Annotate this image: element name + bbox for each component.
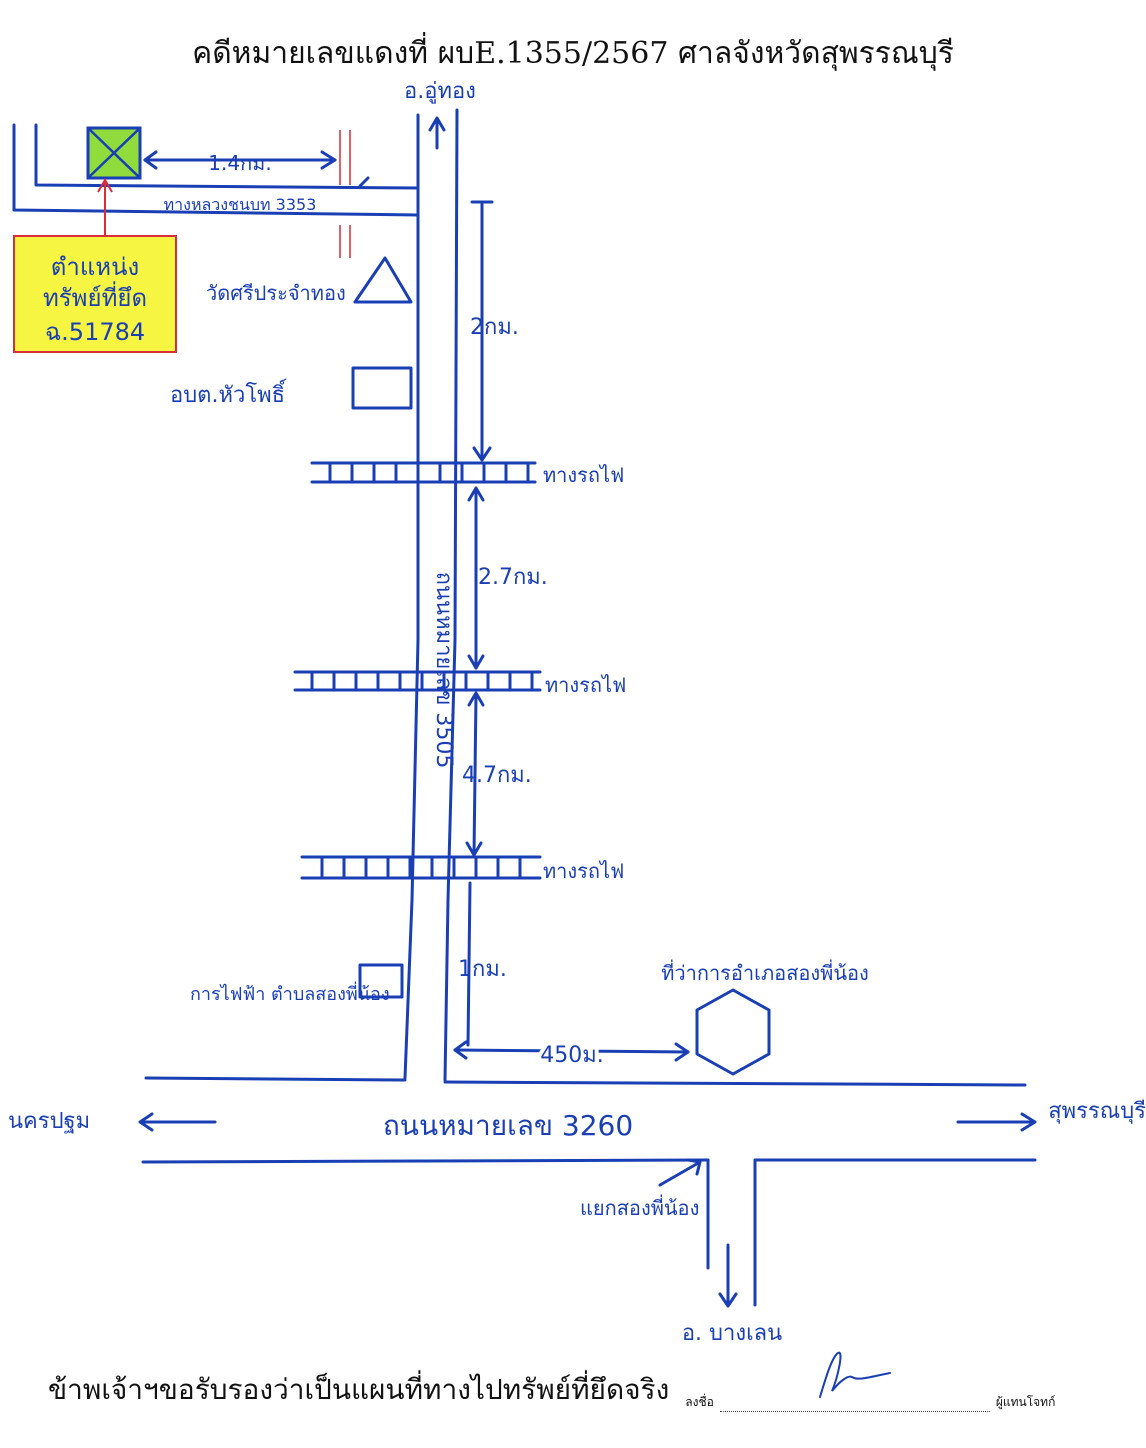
distance-2-7km: 2.7กม. [478,565,548,590]
distance-4-7km: 4.7กม. [462,763,532,788]
temple-triangle [353,256,413,304]
main-road-left-edge [403,113,420,1080]
bottom-road-label: ถนนหมายเลข 3260 [383,1109,633,1142]
distance-arrow-2-7km [467,486,485,670]
sao-building [351,366,413,410]
distance-arrow-1-4km [143,150,337,170]
distance-1-4km: 1.4กม. [208,151,271,175]
junction-label: แยกสองพี่น้อง [580,1194,699,1220]
east-label: สุพรรณบุรี [1048,1099,1146,1124]
district-office-label: ที่ว่าการอำเภอสองพี่น้อง [661,959,869,985]
railway-label-1: ทางรถไฟ [543,463,624,487]
south-arrow [718,1243,738,1308]
distance-450m: 450ม. [540,1043,604,1068]
certification-text: ข้าพเจ้าฯขอรับรองว่าเป็นแผนที่ทางไปทรัพย… [48,1373,670,1406]
main-road-right-edge [443,108,459,1082]
railway-label-2: ทางรถไฟ [545,673,626,697]
west-arrow [138,1112,217,1132]
main-road-label: ถนนหมายเลข 3505 [431,572,456,769]
district-office-hexagon [695,988,771,1076]
railway-crossing-3 [300,855,542,880]
bottom-road-top-left [144,1076,407,1082]
distance-arrow-2km [470,200,494,462]
railway-label-3: ทางรถไฟ [543,859,624,883]
railway-crossing-2 [293,670,542,692]
distance-arrow-450m [453,1040,690,1062]
distance-arrow-4-7km [465,691,485,857]
case-number-text: คดีหมายเลขแดงที่ ผบE.1355/2567 ศาลจังหวั… [192,36,954,71]
distance-2km: 2กม. [470,315,519,340]
electricity-office-building [358,963,404,999]
distance-arrow-1km [466,881,472,1047]
property-pointer [97,178,113,236]
north-arrow [428,116,446,150]
bottom-road-top-right [443,1080,1027,1087]
north-label: อ.อู่ทอง [404,79,476,104]
signature-image [818,1351,891,1398]
bottom-road-bottom-left [141,1158,710,1164]
certification-footer: ข้าพเจ้าฯขอรับรองว่าเป็นแผนที่ทางไปทรัพย… [48,1351,1128,1412]
south-label: อ. บางเลน [682,1321,782,1346]
property-label-box [13,235,177,353]
top-road-right-stub [358,176,370,188]
railway-crossing-1 [310,461,537,484]
role-label: ผู้แทนโจทก์ [995,1395,1056,1409]
property-label-line-1: ตำแหน่ง [51,253,139,281]
sao-label: อบต.หัวโพธิ์ [170,379,287,408]
west-label: นครปฐม [8,1109,90,1134]
temple-label: วัดศรีประจำทอง [206,281,346,305]
east-arrow [956,1112,1037,1132]
sign-label: ลงชื่อ [685,1395,714,1409]
electricity-office-label: การไฟฟ้า ตำบลสองพี่น้อง [190,981,390,1005]
property-marker [86,126,142,180]
property-lane-inner [34,123,420,190]
junction-arrow [658,1158,702,1187]
signature-line [719,1351,990,1412]
distance-1km: 1กม. [458,957,507,982]
property-lane-outer [12,123,420,217]
property-label-line-3: ฉ.51784 [45,318,145,346]
case-header: คดีหมายเลขแดงที่ ผบE.1355/2567 ศาลจังหวั… [0,30,1146,77]
top-road-label: ทางหลวงชนบท 3353 [164,195,317,214]
property-label-line-2: ทรัพย์ที่ยึด [43,281,147,312]
